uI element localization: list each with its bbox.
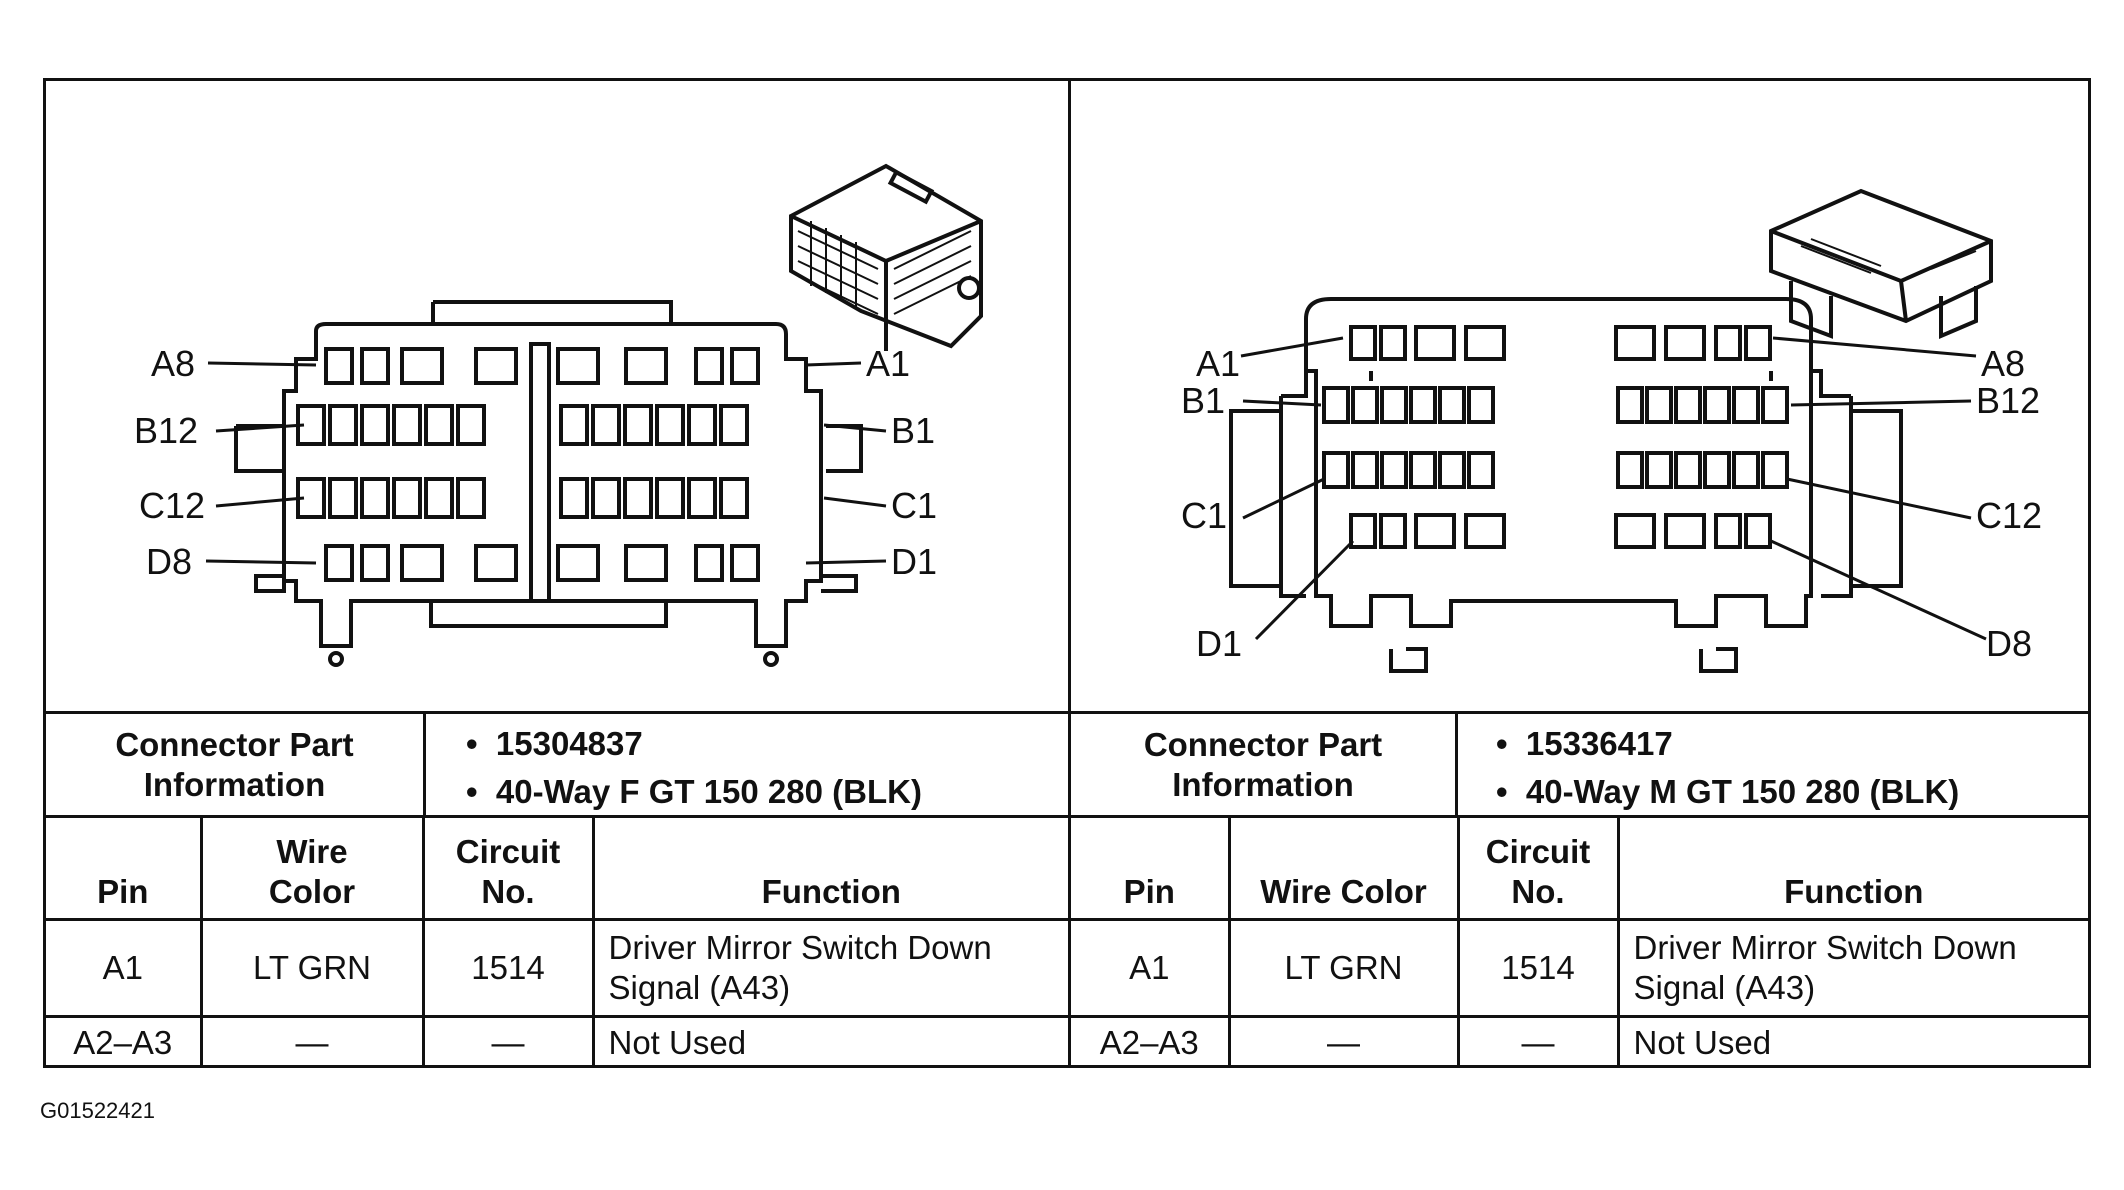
function-cell: Not Used: [1616, 1015, 2088, 1068]
connector-sheet: A8 A1 B12 B1 C12 C1 D8 D1 Connector Part…: [43, 78, 2091, 1068]
connector-panel-female: A8 A1 B12 B1 C12 C1 D8 D1 Connector Part…: [46, 81, 1071, 1068]
callout-a8: A8: [1981, 343, 2025, 384]
circuit-cell: 1514: [1456, 918, 1620, 1018]
female-connector-diagram: A8 A1 B12 B1 C12 C1 D8 D1: [134, 163, 983, 667]
callout-b12: B12: [1976, 380, 2040, 421]
connector-part-values: 15304837 40-Way F GT 150 280 (BLK): [466, 720, 922, 816]
callout-a1: A1: [1196, 343, 1240, 384]
female-callout-leaders: [205, 361, 887, 565]
wire-color-cell: LT GRN: [1227, 918, 1460, 1018]
wire-color-cell: —: [1227, 1015, 1460, 1068]
male-connector-diagram: A1 A8 B1 B12 C1 C12 D1 D8: [1181, 188, 2042, 673]
male-connector-face: [1229, 297, 1903, 673]
figure-id: G01522421: [40, 1098, 155, 1123]
function-header: Function: [591, 818, 1068, 921]
male-connector-iso-icon: [1769, 188, 1993, 340]
pin-cell: A2–A3: [1071, 1015, 1231, 1068]
callout-d1: D1: [891, 541, 937, 582]
female-connector-face: [234, 300, 863, 667]
callout-d8: D8: [146, 541, 192, 582]
pin-cell: A1: [1071, 918, 1231, 1018]
callout-b1: B1: [1181, 380, 1225, 421]
callout-c1: C1: [891, 485, 937, 526]
pin-header: Pin: [1071, 818, 1231, 921]
callout-c1: C1: [1181, 495, 1227, 536]
connector-description: 40-Way M GT 150 280 (BLK): [1496, 768, 1959, 816]
table-row: A2–A3 — — Not Used: [1071, 1015, 2088, 1068]
table-row: A1 LT GRN 1514 Driver Mirror Switch Down…: [1071, 918, 2088, 1018]
callout-d1: D1: [1196, 623, 1242, 664]
callout-c12: C12: [1976, 495, 2042, 536]
male-connector-cavities: [1322, 325, 1789, 549]
wire-color-header: Wire Color: [1227, 818, 1460, 921]
part-number: 15304837: [466, 720, 922, 768]
function-cell: Not Used: [591, 1015, 1068, 1068]
wire-color-cell: —: [199, 1015, 425, 1068]
wire-color-cell: LT GRN: [199, 918, 425, 1018]
part-number: 15336417: [1496, 720, 1959, 768]
pin-header: Pin: [46, 818, 203, 921]
callout-b1: B1: [891, 410, 935, 451]
callout-c12: C12: [139, 485, 205, 526]
callout-d8: D8: [1986, 623, 2032, 664]
table-row: A1 LT GRN 1514 Driver Mirror Switch Down…: [46, 918, 1068, 1018]
pin-cell: A2–A3: [46, 1015, 203, 1068]
table-row: A2–A3 — — Not Used: [46, 1015, 1068, 1068]
callout-a8: A8: [151, 343, 195, 384]
female-connector-iso-icon: [789, 163, 983, 351]
male-callout-leaders: [1240, 336, 1987, 641]
circuit-cell: —: [421, 1015, 595, 1068]
connector-panel-male: A1 A8 B1 B12 C1 C12 D1 D8 Connector Part…: [1071, 81, 2088, 1068]
connector-description: 40-Way F GT 150 280 (BLK): [466, 768, 922, 816]
circuit-cell: 1514: [421, 918, 595, 1018]
pin-cell: A1: [46, 918, 203, 1018]
function-header: Function: [1616, 818, 2088, 921]
circuit-cell: —: [1456, 1015, 1620, 1068]
connector-part-values: 15336417 40-Way M GT 150 280 (BLK): [1496, 720, 1959, 816]
callout-a1: A1: [866, 343, 910, 384]
callout-b12: B12: [134, 410, 198, 451]
female-connector-cavities: [296, 347, 760, 582]
